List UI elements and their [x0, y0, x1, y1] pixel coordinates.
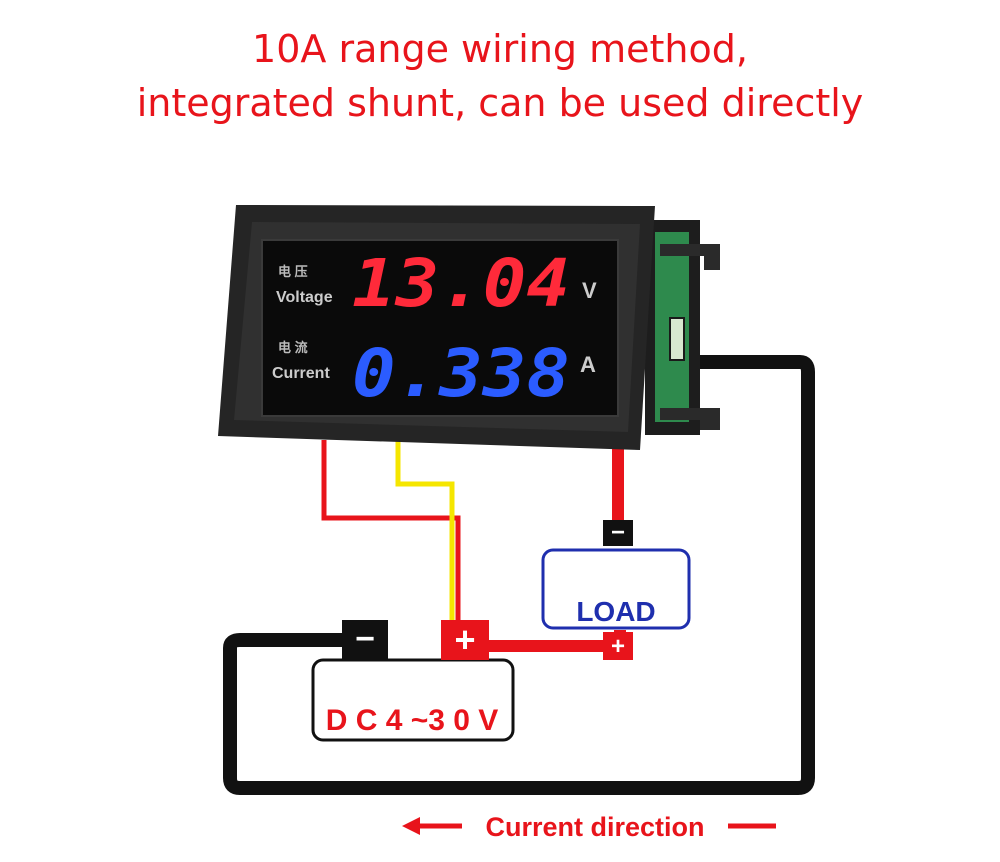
dc-source-box: D C 4 ~3 0 V	[311, 658, 515, 742]
load-box: LOAD	[541, 548, 691, 630]
left-arrow-icon	[402, 817, 420, 835]
title-line-2: integrated shunt, can be used directly	[136, 81, 864, 125]
dc-plus-sign: +	[454, 619, 475, 660]
current-direction-indicator: Current direction	[402, 812, 776, 842]
display-window	[262, 240, 618, 416]
diagram-title: 10A range wiring method, integrated shun…	[0, 22, 1000, 130]
load-negative-terminal: −	[603, 519, 633, 546]
dc-source-label: D C 4 ~3 0 V	[326, 704, 499, 737]
red-wire-meter	[321, 440, 461, 628]
voltage-label: Voltage	[276, 289, 333, 306]
current-reading: 0.338	[352, 335, 570, 412]
black-wire	[223, 355, 815, 795]
voltage-reading: 13.04	[352, 245, 570, 322]
yellow-wire	[395, 440, 455, 628]
red-wire-load-positive	[488, 630, 626, 652]
dc-negative-terminal: −	[342, 620, 388, 660]
current-direction-label: Current direction	[485, 812, 704, 842]
panel-meter	[218, 205, 720, 450]
voltage-unit: V	[582, 278, 597, 303]
dc-positive-terminal: +	[441, 619, 489, 660]
current-unit: A	[580, 352, 596, 377]
dc-minus-sign: −	[355, 620, 375, 658]
load-minus-sign: −	[611, 519, 625, 546]
voltage-cn-label: 电 压	[278, 264, 308, 279]
title-line-1: 10A range wiring method,	[252, 27, 748, 71]
load-plus-sign: +	[611, 633, 625, 660]
current-label: Current	[272, 365, 330, 382]
current-cn-label: 电 流	[278, 340, 308, 355]
load-positive-terminal: +	[603, 632, 633, 660]
load-label: LOAD	[576, 596, 655, 627]
